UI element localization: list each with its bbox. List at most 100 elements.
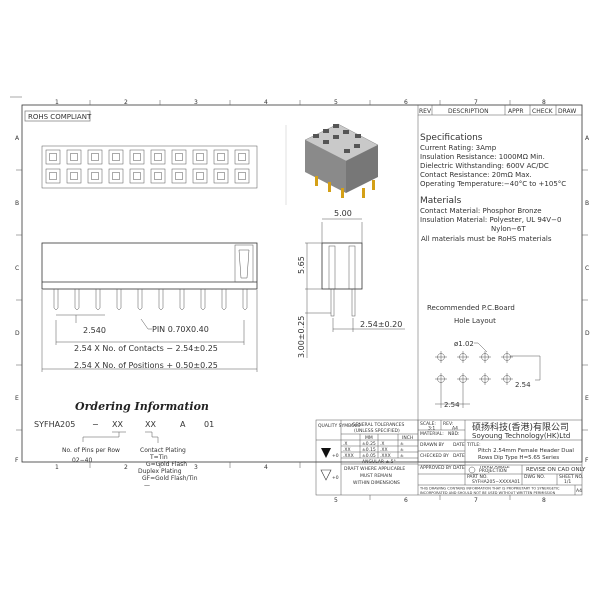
drawn-by-label: DRAWN BY [420, 442, 444, 448]
column-label: 3 [194, 464, 198, 471]
pin [53, 289, 59, 310]
quality-symbol-value: +0 [332, 453, 339, 459]
nbd-label: NBD: [448, 431, 459, 437]
contact-hole [129, 168, 145, 184]
contact-hole [87, 149, 103, 165]
contact-hole [192, 149, 208, 165]
plating-label: Contact Plating [140, 447, 186, 454]
rev-value: A4 [452, 426, 458, 432]
pitch-dimension: 2.540 [83, 326, 106, 335]
pcb-hole [457, 373, 469, 385]
rohs-badge [24, 110, 91, 122]
date-label: DATE [453, 442, 465, 448]
contact-hole [108, 149, 124, 165]
title-label: TITLE: [466, 442, 481, 448]
material-line: Nylon−6T [491, 225, 526, 233]
part-code-base: SYFHA205 [34, 420, 75, 429]
spec-line: Operating Temperature:−40°C to +105°C [420, 180, 566, 188]
material-line: Insulation Material: Polyester, UL 94V−0 [420, 216, 561, 224]
row-label: E [15, 395, 19, 402]
contact-hole [45, 149, 61, 165]
contact-hole [171, 168, 187, 184]
pin [158, 289, 164, 310]
tol-cell: .XX [380, 447, 388, 453]
drawing-title: Rows Dip Type H=5.65 Series [478, 455, 559, 461]
draw-header: DRAW [558, 108, 576, 115]
row-label: B [15, 200, 19, 207]
date-label: DATE [453, 465, 465, 471]
tail-dimension: 3.00±0.25 [297, 316, 306, 358]
pcb-hole [435, 351, 447, 363]
plating-option: GF=Gold Flash/Tin [142, 475, 198, 482]
contact-hole [192, 168, 208, 184]
dwg-no-label: DWG NO. [524, 474, 545, 480]
inch-header: INCH [402, 435, 413, 441]
column-label: 3 [194, 99, 198, 106]
pin [137, 289, 143, 310]
pcb-hole-layout: Recommended P.C.Board Hole Layout ø1.02 … [427, 304, 541, 409]
tol-cell: ±0.25 [362, 441, 376, 447]
plating-option: Duplex Plating [138, 468, 182, 475]
company-name-cn: 硕扬科技(香港)有限公司 [472, 421, 569, 433]
row-label: C [15, 265, 19, 272]
proprietary-notice: INCORPORATED AND SHOULD NOT BE USED WITH… [420, 491, 556, 495]
rev-label: REV: [443, 421, 453, 427]
row-pitch-dimension: 2.54±0.20 [360, 320, 402, 329]
draft-note: WITHIN DIMENSIONS [353, 480, 400, 486]
material-label: MATERIAL: [420, 431, 444, 437]
contact-hole [108, 168, 124, 184]
mm-header: MM [365, 435, 373, 441]
positions-dimension: 2.54 X No. of Positions + 0.50±0.25 [74, 361, 218, 370]
row-label: C [585, 265, 589, 272]
ordering-title: Ordering Information [75, 400, 209, 413]
row-label: D [585, 330, 590, 337]
column-label: 5 [334, 99, 338, 106]
draft-note: DRAFT WHERE APPLICABLE [344, 466, 405, 472]
materials-title: Materials [420, 196, 462, 206]
proprietary-notice: THIS DRAWING CONTAINS INFORMATION THAT I… [419, 487, 560, 491]
tol-cell: ± [400, 441, 404, 447]
width-dimension: 5.00 [334, 209, 352, 218]
pin [74, 289, 80, 310]
row-label: D [15, 330, 20, 337]
part-no-value: SYFHA205−XXXXA01 [472, 479, 520, 485]
contact-hole [87, 168, 103, 184]
sheet-label: SHEET NO. [559, 474, 583, 480]
pin [200, 289, 206, 310]
tol-cell: ±0.05 [362, 453, 376, 459]
part-code-dash: − [92, 420, 99, 429]
row-label: F [15, 457, 19, 464]
pcb-title: Recommended P.C.Board [427, 304, 515, 312]
company-name-en: Soyoung Technology(HK)Ltd [472, 432, 570, 440]
date-label: DATE [453, 453, 465, 459]
end-view: 5.00 5.65 3.00±0.25 2.54±0.20 [297, 209, 405, 358]
plating-option: G=Gold Flash [146, 461, 187, 468]
pin-size-label: PIN 0.70X0.40 [152, 325, 209, 334]
drawing-frame: 1 2 3 4 5 6 7 8 1 2 3 4 5 6 7 8 A B C D … [10, 96, 590, 504]
contact-hole [234, 168, 250, 184]
pins [53, 289, 248, 310]
pcb-hole [501, 373, 513, 385]
column-label: 1 [55, 464, 59, 471]
contact-hole [129, 149, 145, 165]
tol-cell: ±0.15 [362, 447, 376, 453]
contact-hole [45, 168, 61, 184]
part-code-pins: XX [112, 420, 123, 429]
quality-symbol-value: +0 [332, 475, 339, 481]
column-label: 4 [264, 464, 268, 471]
quality-triangle-icon [321, 448, 331, 458]
height-dimension: 5.65 [297, 256, 306, 274]
top-view [41, 145, 258, 189]
column-label: 5 [334, 497, 338, 504]
connector-3d-render [285, 123, 379, 205]
row-label: B [585, 200, 589, 207]
title-block: QUALITY SYMBOLS GENERAL TOLERANCES (UNLE… [315, 419, 586, 496]
scale-label: SCALE: [420, 421, 436, 427]
specifications: Specifications Current Rating: 3Amp Insu… [420, 133, 566, 243]
drawing-title: Pitch 2.54mm Female Header Dual [478, 448, 574, 454]
ordering-information: Ordering Information SYFHA205 − XX XX A … [34, 400, 214, 489]
contact-hole [234, 149, 250, 165]
spec-line: Insulation Resistance: 1000MΩ Min. [420, 153, 545, 161]
appr-header: APPR [508, 108, 524, 115]
